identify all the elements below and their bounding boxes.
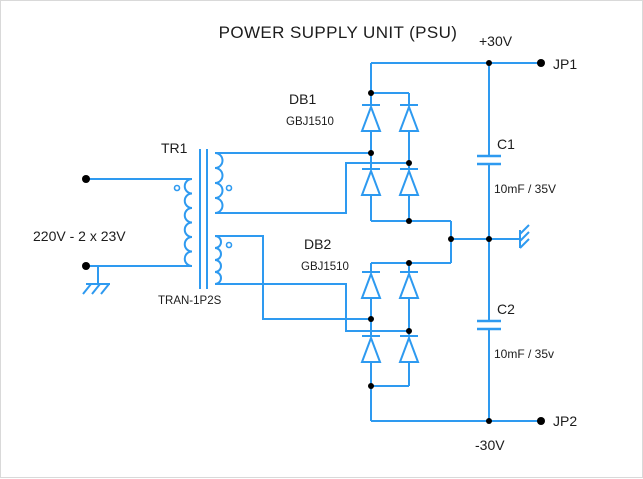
- secondary-coil-lower: [214, 235, 222, 285]
- junction-dot: [486, 236, 492, 242]
- ground-symbol-input: [82, 266, 110, 295]
- negative-rail-label: -30V: [475, 437, 505, 453]
- db2-ref-label: DB2: [304, 236, 331, 252]
- junction-dot: [406, 260, 412, 266]
- mains-input-section: 220V - 2 x 23V: [33, 175, 192, 295]
- terminal-input-live: [82, 175, 90, 183]
- diode: [361, 104, 381, 132]
- bridge-rectifier-db2: DB2 GBJ1510: [301, 236, 451, 421]
- secondary-coil-upper: [214, 152, 224, 214]
- c2-ref-label: C2: [497, 301, 515, 317]
- capacitor-plates: [477, 319, 501, 331]
- junction-dot: [406, 160, 412, 166]
- junction-dot: [486, 418, 492, 424]
- phase-dot-icon: [225, 184, 233, 192]
- junction-dot: [368, 150, 374, 156]
- terminal-jp2: [537, 417, 545, 425]
- junction-dot: [486, 60, 492, 66]
- diode: [361, 335, 381, 363]
- c1-value-label: 10mF / 35V: [494, 182, 556, 196]
- jp2-label: JP2: [553, 413, 577, 429]
- transformer-tr1: TR1 TRAN-1P2S: [158, 140, 233, 307]
- transformer-model-label: TRAN-1P2S: [158, 295, 222, 307]
- junction-dot: [368, 316, 374, 322]
- ground-symbol-output: [519, 224, 530, 249]
- input-voltage-label: 220V - 2 x 23V: [33, 228, 126, 244]
- diode: [399, 168, 419, 196]
- junction-dot: [406, 218, 412, 224]
- db1-model-label: GBJ1510: [286, 116, 334, 128]
- terminal-input-neutral: [82, 262, 90, 270]
- bridge-rectifier-db1: DB1 GBJ1510: [286, 63, 451, 224]
- phase-dot-icon: [173, 184, 181, 192]
- jp1-label: JP1: [553, 56, 577, 72]
- junction-dot: [406, 328, 412, 334]
- c1-ref-label: C1: [497, 136, 515, 152]
- db1-ref-label: DB1: [289, 91, 316, 107]
- diode: [361, 168, 381, 196]
- center-ground-link: [448, 221, 530, 263]
- db2-model-label: GBJ1510: [301, 261, 349, 273]
- positive-rail-label: +30V: [479, 33, 513, 49]
- wire: [370, 63, 451, 222]
- primary-coil: [183, 178, 193, 267]
- wire: [215, 162, 409, 214]
- capacitor-c2: C2 10mF / 35v: [477, 301, 554, 361]
- capacitor-c1: C1 10mF / 35V: [477, 136, 556, 196]
- junction-dot: [368, 383, 374, 389]
- schematic-title: POWER SUPPLY UNIT (PSU): [219, 23, 458, 42]
- capacitor-plates: [477, 154, 501, 166]
- wire: [450, 221, 520, 263]
- junction-dot: [368, 90, 374, 96]
- secondary-wiring: [215, 152, 409, 332]
- wire: [215, 283, 409, 332]
- diode: [399, 104, 419, 132]
- terminal-jp1: [537, 59, 545, 67]
- diode: [361, 271, 381, 299]
- diode: [399, 271, 419, 299]
- junction-dot: [448, 236, 454, 242]
- diode: [399, 335, 419, 363]
- c2-value-label: 10mF / 35v: [494, 347, 554, 361]
- phase-dot-icon: [225, 241, 233, 249]
- wire: [215, 235, 371, 320]
- dc-output-bus: C1 10mF / 35V C2 10mF / 35v +30V JP1 JP2…: [371, 33, 577, 453]
- transformer-ref-label: TR1: [161, 140, 188, 156]
- transformer-core: [199, 149, 208, 289]
